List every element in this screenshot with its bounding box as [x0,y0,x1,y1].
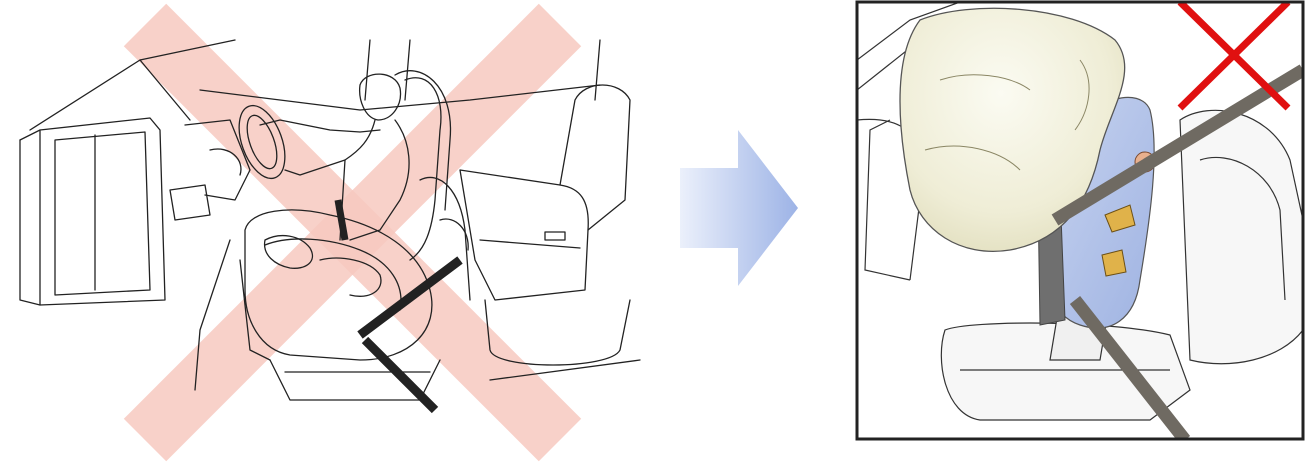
right-arrow-icon [672,130,802,290]
seatbelt-straps [1051,64,1303,439]
passenger-seat [940,109,1303,421]
car-interior-illustration [19,3,641,462]
car-outline [19,39,641,401]
prohibited-x-mark [1177,2,1291,111]
prohibited-x-mark [123,3,582,462]
illustration-frame [855,0,1305,441]
airbag-folds [924,59,1090,171]
seatbelt-straps [334,199,463,414]
airbag-deployment-illustration [850,0,1308,442]
car-interior-line-drawing [19,3,641,462]
